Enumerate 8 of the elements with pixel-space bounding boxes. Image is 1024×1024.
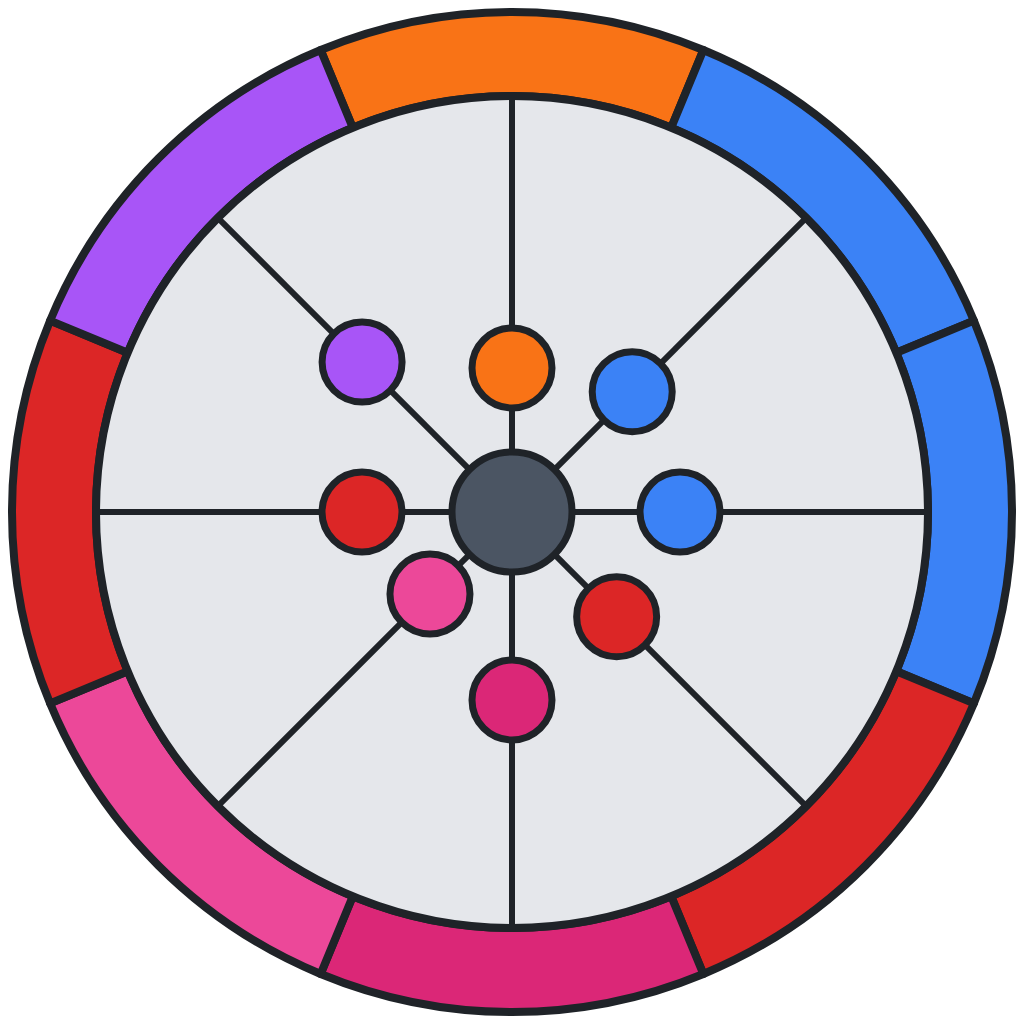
spoke-connector bbox=[552, 417, 607, 472]
spoke-connector bbox=[572, 509, 640, 515]
spoke-connector bbox=[509, 408, 515, 452]
hub-circle bbox=[448, 448, 576, 576]
spoke-connector bbox=[552, 552, 591, 591]
spoke-connector bbox=[509, 572, 515, 660]
spoke-connector bbox=[402, 509, 452, 515]
spoke-connector bbox=[388, 388, 472, 472]
